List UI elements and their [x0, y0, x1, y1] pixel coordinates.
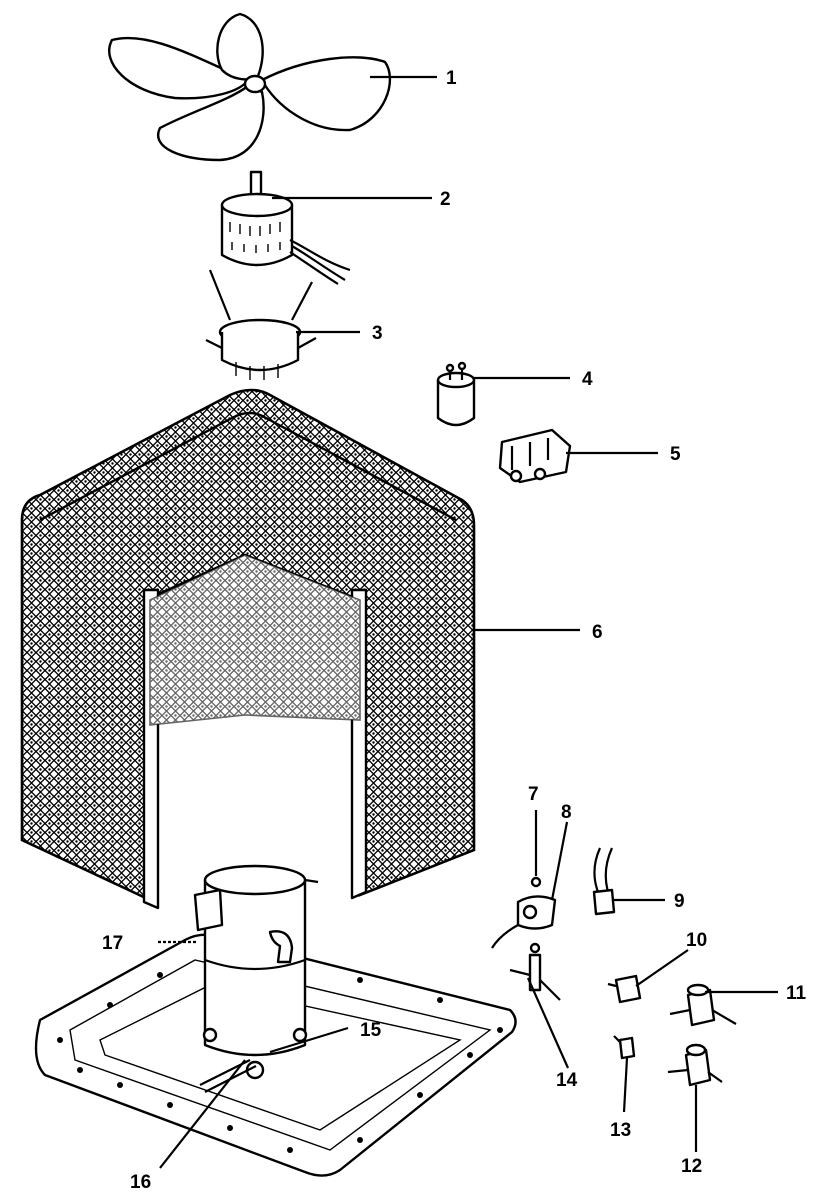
- leader-line-13: [622, 1057, 629, 1113]
- service-fitting-part: [509, 942, 561, 1001]
- capacitor-part: [436, 361, 476, 427]
- callout-3: 3: [372, 323, 383, 344]
- callout-17: 17: [102, 933, 123, 954]
- leader-line-15: [269, 1026, 349, 1054]
- base-pan-part: [34, 933, 517, 1177]
- valve-bracket-part: [491, 895, 557, 949]
- valve-11-part: [669, 983, 737, 1027]
- valve-10-part: [607, 974, 642, 1004]
- leader-line-8: [550, 821, 569, 901]
- callout-8: 8: [561, 802, 572, 823]
- screw-part: [530, 876, 542, 888]
- callout-4: 4: [582, 369, 593, 390]
- pipe-16: [199, 1059, 257, 1093]
- callout-9: 9: [674, 891, 685, 912]
- drier-part: [592, 847, 616, 916]
- callout-11: 11: [786, 983, 807, 1004]
- callout-5: 5: [670, 444, 681, 465]
- callout-2: 2: [440, 189, 451, 210]
- callout-14: 14: [556, 1070, 578, 1091]
- compressor-part: [193, 864, 319, 1080]
- callout-16: 16: [130, 1172, 151, 1193]
- fan-motor-part: [220, 170, 351, 285]
- motor-mount-part: [205, 269, 317, 380]
- leader-line-10: [635, 949, 689, 987]
- valve-12-part: [667, 1043, 723, 1087]
- callout-1: 1: [446, 68, 457, 89]
- condenser-coil-part: [20, 388, 476, 910]
- valve-core-part: [613, 1035, 636, 1060]
- callout-15: 15: [360, 1020, 382, 1041]
- callout-7: 7: [528, 784, 539, 805]
- callout-6: 6: [592, 622, 603, 643]
- contactor-part: [498, 428, 572, 484]
- callout-12: 12: [681, 1156, 702, 1177]
- callout-10: 10: [686, 930, 707, 951]
- callout-13: 13: [610, 1120, 631, 1141]
- leader-line-14: [526, 977, 570, 1069]
- fan-blade-part: [108, 12, 392, 162]
